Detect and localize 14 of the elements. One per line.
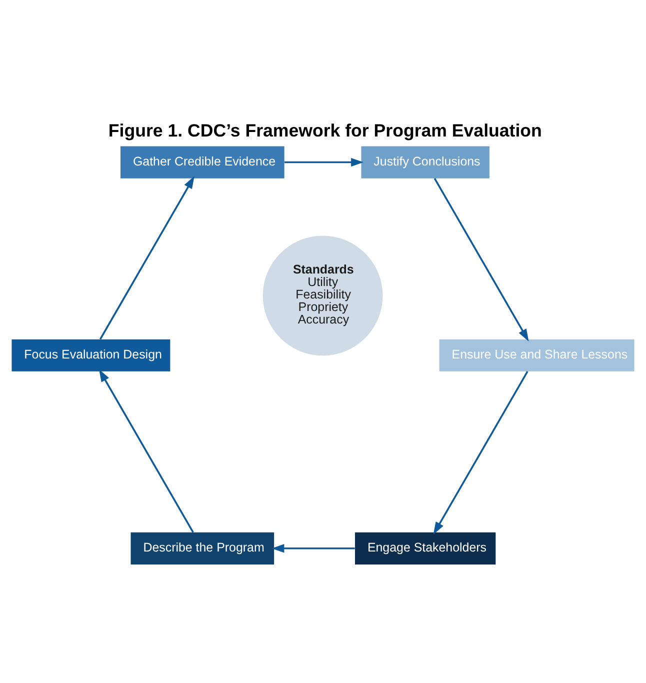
arrow: [433, 370, 528, 534]
arrow: [98, 368, 194, 532]
node-box: Focus Evaluation Design: [12, 338, 170, 371]
node-box: Describe the Program: [130, 532, 274, 564]
node-circle: Standards Utility Feasibility Propriety Accuracy: [262, 235, 383, 356]
node-box: Justify Conclusions: [361, 146, 490, 178]
node-box: Engage Stakeholders: [355, 532, 496, 564]
diagram-title: Figure 1. CDC’s Framework for Program Evaluation: [108, 120, 542, 140]
arrow: [284, 157, 364, 166]
arrow: [272, 544, 355, 552]
arrow: [434, 177, 529, 341]
arrow: [100, 176, 194, 340]
node-box: Gather Credible Evidence: [120, 146, 284, 178]
node-box: Ensure Use and Share Lessons: [439, 338, 634, 371]
